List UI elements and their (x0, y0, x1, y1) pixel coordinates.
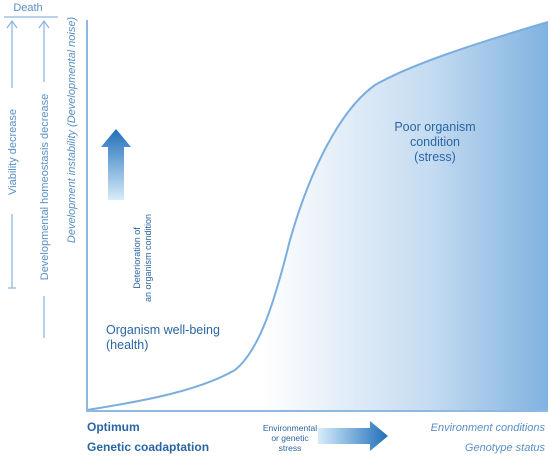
genotype-label: Genotype status (465, 442, 546, 454)
stress-arrow-label-line2: or genetic (271, 433, 309, 443)
stress-arrow-label-line3: stress (279, 443, 302, 453)
stress-label-line1: Poor organism (394, 120, 475, 134)
stress-label-line3: (stress) (414, 150, 456, 164)
viability-arrow-head (6, 19, 18, 29)
deterioration-label-line2: an organism condition (143, 214, 153, 302)
environment-label: Environment conditions (431, 422, 546, 434)
viability-label: Viability decrease (7, 109, 19, 195)
stress-fill-area (87, 22, 548, 410)
homeostasis-label: Developmental homeostasis decrease (39, 94, 51, 281)
health-label-line2: (health) (106, 338, 148, 352)
stress-arrow (318, 421, 388, 451)
health-label-line1: Organism well-being (106, 323, 220, 337)
stress-arrow-label-line1: Environmental (263, 423, 317, 433)
homeostasis-arrow-head (38, 19, 50, 29)
optimum-label: Optimum (87, 420, 140, 434)
deterioration-label-line1: Deterioration of (132, 227, 142, 289)
deterioration-arrow (101, 129, 131, 200)
coadaptation-label: Genetic coadaptation (87, 440, 209, 454)
condition-curve (86, 21, 549, 411)
y-axis-label: Development instability (Developmental n… (66, 17, 78, 244)
stress-label-line2: condition (410, 135, 460, 149)
death-label: Death (13, 2, 42, 14)
